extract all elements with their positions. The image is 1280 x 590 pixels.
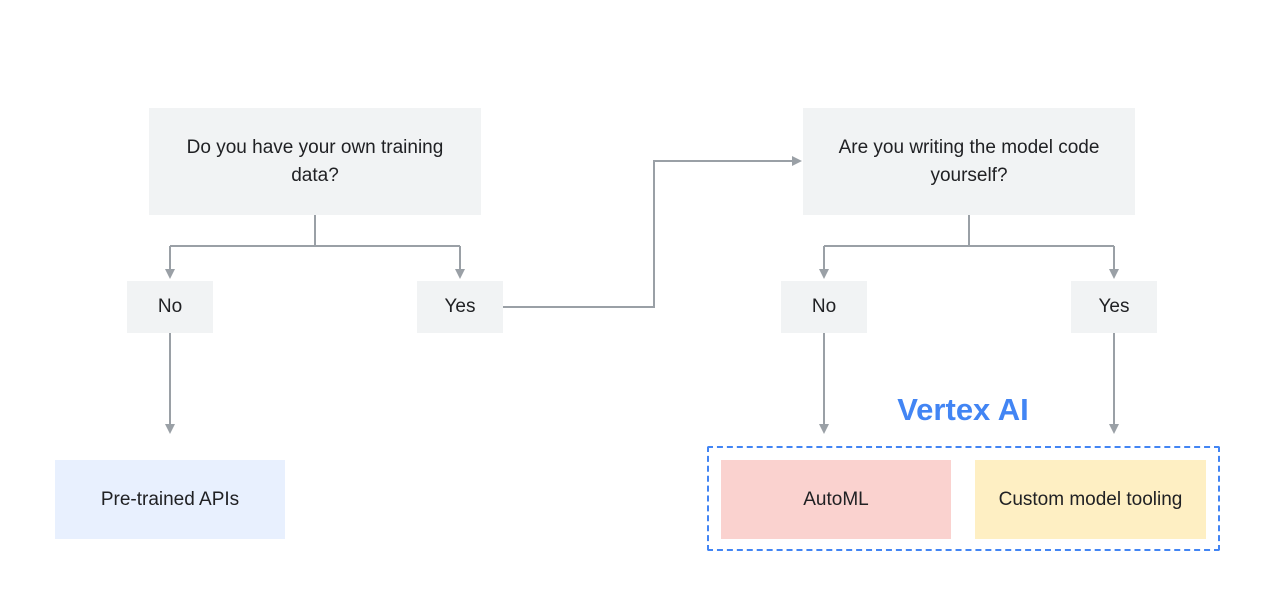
answer-yes-writing-code: Yes — [1071, 281, 1157, 333]
answer-yes-label: Yes — [444, 296, 476, 317]
result-automl: AutoML — [721, 460, 951, 539]
result-custom-model-tooling: Custom model tooling — [975, 460, 1206, 539]
answer-no-training-data: No — [127, 281, 213, 333]
answer-yes-training-data: Yes — [417, 281, 503, 333]
answer-no-writing-code: No — [781, 281, 867, 333]
arrow-yes-to-q2 — [503, 156, 802, 308]
question-training-data-text: Do you have your own training data? — [186, 136, 444, 186]
answer-yes-label: Yes — [1098, 296, 1130, 317]
result-automl-label: AutoML — [803, 488, 869, 510]
vertex-ai-group-frame — [707, 446, 1220, 551]
answer-no-label: No — [157, 296, 183, 317]
result-pretrained-apis: Pre-trained APIs — [55, 460, 285, 539]
vertex-ai-label: Vertex AI — [897, 392, 1029, 427]
question-writing-code-text: Are you writing the model code yourself? — [838, 136, 1100, 186]
question-training-data: Do you have your own training data? — [149, 108, 481, 215]
result-custom-model-tooling-label: Custom model tooling — [998, 488, 1183, 510]
result-pretrained-apis-label: Pre-trained APIs — [100, 488, 240, 510]
question-writing-code: Are you writing the model code yourself? — [803, 108, 1135, 215]
answer-no-label: No — [811, 296, 837, 317]
